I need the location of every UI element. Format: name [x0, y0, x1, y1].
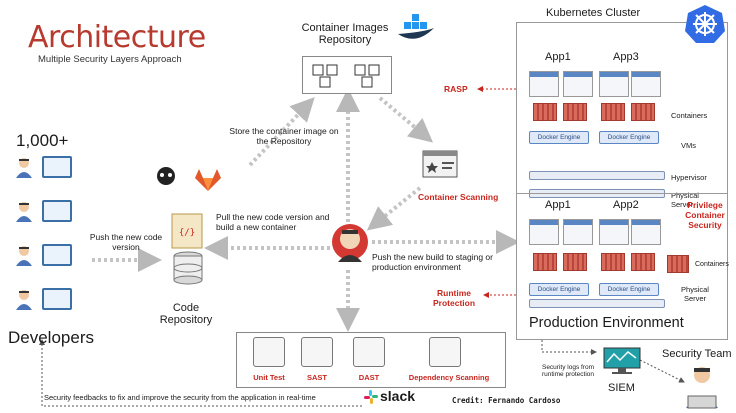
- docker-engine-bar: Docker Engine: [529, 131, 589, 144]
- computer-icon: [42, 200, 72, 222]
- security-tools-box: Unit Test SAST DAST Dependency Scanning: [236, 332, 506, 388]
- upper-node: App1 App3 Containers Docker Engine Docke…: [523, 49, 723, 211]
- kubernetes-logo-icon: [684, 4, 726, 44]
- svg-text:{/}: {/}: [179, 228, 195, 238]
- page-title: Architecture: [28, 20, 206, 55]
- container-icon: [533, 253, 557, 271]
- image-repository-label: Container Images Repository: [301, 22, 389, 46]
- kubernetes-cluster-box: App1 App3 Containers Docker Engine Docke…: [516, 22, 729, 340]
- docker-logo-icon: [396, 12, 436, 48]
- developer-avatar-icon: [16, 246, 32, 266]
- tool-label-sast: SAST: [306, 373, 327, 382]
- sast-icon: [301, 337, 333, 367]
- credit-label: Credit: Fernando Cardoso: [452, 396, 561, 405]
- container-icon: [601, 253, 625, 271]
- container-icon: [631, 253, 655, 271]
- container-scanning-label: Container Scanning: [418, 192, 499, 202]
- privilege-security-label: Privilege Container Security: [685, 200, 725, 230]
- container-icon: [533, 103, 557, 121]
- app-window-icon: [631, 71, 661, 97]
- dast-icon: [353, 337, 385, 367]
- kubernetes-cluster-title: Kubernetes Cluster: [546, 7, 641, 19]
- lower-node: App1 App2 Containers Docker Engine Docke…: [523, 197, 729, 337]
- developer-avatar-icon: [16, 202, 32, 222]
- push-code-label: Push the new code version: [89, 232, 163, 252]
- dependency-scanning-icon: [429, 337, 461, 367]
- slack-icon: [364, 390, 378, 404]
- edge-siem: [541, 340, 597, 355]
- jenkins-icon: [330, 222, 370, 266]
- container-icon: [631, 103, 655, 121]
- app-window-icon: [599, 219, 629, 245]
- docker-engine-bar: Docker Engine: [599, 131, 659, 144]
- container-icon: [563, 103, 587, 121]
- layer-label-vms: VMs: [681, 141, 696, 150]
- divider: [517, 193, 727, 194]
- pull-build-label: Pull the new code version and build a ne…: [216, 212, 330, 232]
- layer-label-hypervisor: Hypervisor: [671, 173, 707, 182]
- tool-label-dast: DAST: [358, 373, 380, 382]
- security-team-label: Security Team: [662, 348, 732, 360]
- layer-label-containers-lower: Containers: [695, 261, 729, 268]
- computer-icon: [42, 156, 72, 178]
- feedback-label: Security feedbacks to fix and improve th…: [44, 393, 316, 402]
- code-repository-icon: {/}: [168, 212, 208, 290]
- computer-icon: [42, 288, 72, 310]
- tool-label-dependency: Dependency Scanning: [408, 373, 490, 382]
- gitlab-icon: [193, 168, 223, 192]
- layer-label-physical-upper: Physical Server: [671, 191, 699, 209]
- hypervisor-bar: [529, 171, 665, 180]
- siem-note-label: Security logs from runtime protection: [541, 364, 595, 378]
- runtime-protection-label: Runtime Protection: [432, 288, 476, 308]
- app-window-icon: [529, 71, 559, 97]
- container-icon: [563, 253, 587, 271]
- rasp-label: RASP: [444, 84, 468, 94]
- docker-engine-bar: Docker Engine: [529, 283, 589, 296]
- app-label-lower-2: App2: [613, 199, 639, 211]
- computer-icon: [42, 244, 72, 266]
- edge-imagerepo-to-scan: [378, 96, 434, 143]
- security-team-icon: [682, 364, 722, 410]
- app-label-upper-1: App1: [545, 51, 571, 63]
- developers-label: Developers: [8, 328, 94, 347]
- developers-count: 1,000+: [16, 131, 69, 150]
- physical-server-bar-lower: [529, 299, 665, 308]
- siem-label: SIEM: [608, 382, 635, 394]
- layer-label-physical-lower: Physical Server: [681, 285, 709, 303]
- production-environment-label: Production Environment: [529, 315, 684, 331]
- layer-label-containers: Containers: [671, 111, 708, 120]
- code-repository-label: Code Repository: [159, 302, 213, 326]
- siem-monitor-icon: [602, 346, 642, 376]
- docker-engine-bar: Docker Engine: [599, 283, 659, 296]
- developer-avatar-icon: [16, 290, 32, 310]
- github-icon: [152, 165, 180, 189]
- push-build-label: Push the new build to staging or product…: [372, 252, 493, 272]
- app-window-icon: [599, 71, 629, 97]
- container-icon: [601, 103, 625, 121]
- developers-group: [10, 156, 90, 326]
- app-window-icon: [631, 219, 661, 245]
- app-label-upper-2: App3: [613, 51, 639, 63]
- privileged-container-icon: [667, 255, 689, 273]
- unit-test-icon: [253, 337, 285, 367]
- container-scanning-icon: [420, 148, 460, 182]
- edge-scan-to-jenkins: [366, 186, 422, 231]
- tool-label-unit-test: Unit Test: [253, 373, 285, 382]
- app-window-icon: [563, 71, 593, 97]
- app-window-icon: [563, 219, 593, 245]
- store-image-label: Store the container image on the Reposit…: [229, 126, 339, 146]
- developer-avatar-icon: [16, 158, 32, 178]
- edge-repo-to-imagerepo: [248, 97, 315, 167]
- page-subtitle: Multiple Security Layers Approach: [38, 54, 182, 65]
- edge-feedback: [39, 339, 362, 407]
- app-window-icon: [529, 219, 559, 245]
- app-label-lower-1: App1: [545, 199, 571, 211]
- edge-siem-to-team: [639, 359, 685, 383]
- slack-label: slack: [380, 388, 416, 404]
- image-repository-box: [302, 56, 392, 94]
